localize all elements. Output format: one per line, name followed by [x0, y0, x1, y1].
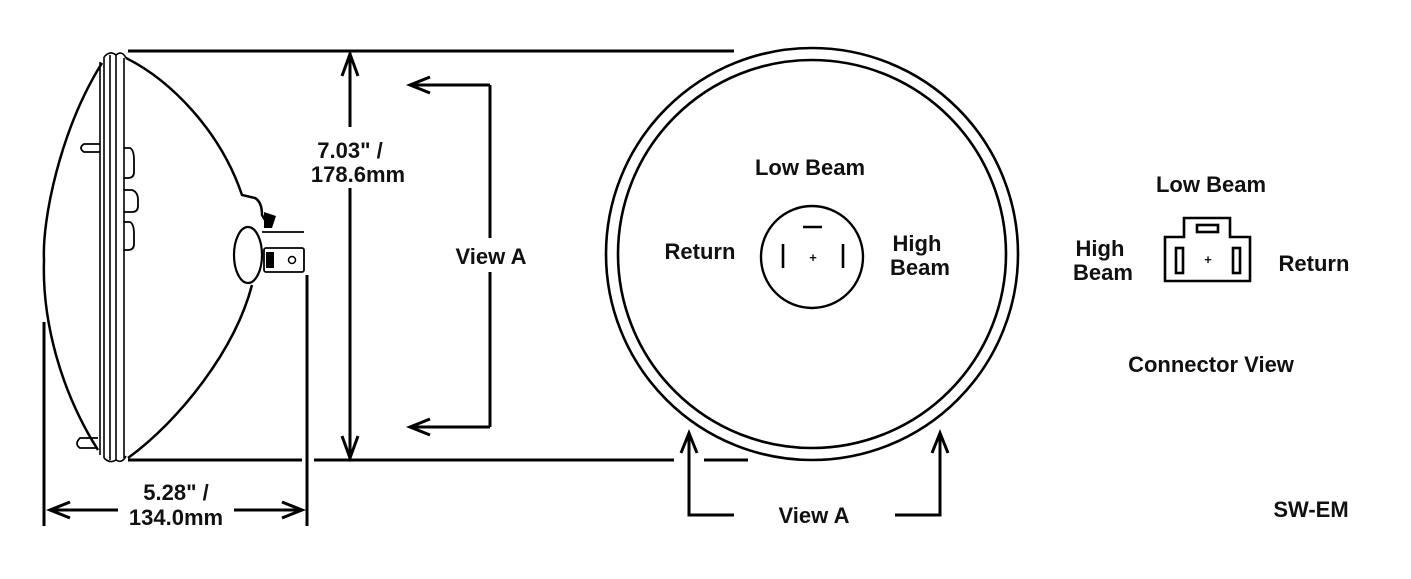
depth-arrow-left	[45, 500, 71, 520]
depth-dim-label-line2: 134.0mm	[129, 505, 223, 530]
front-high-beam-label-line2: Beam	[890, 255, 950, 280]
terminal-hole	[287, 255, 297, 265]
connector-center-symbol: +	[1204, 252, 1212, 267]
height-arrow-down	[340, 435, 360, 463]
connector-view-shape	[1163, 216, 1252, 283]
low-beam-slot	[1195, 223, 1220, 234]
view-a-label-side: View A	[456, 244, 527, 269]
depth-arrow-right	[281, 500, 307, 520]
connector-return-label: Return	[1279, 251, 1350, 276]
front-center-symbol: +	[809, 250, 817, 265]
front-low-beam-label: Low Beam	[755, 155, 865, 180]
connector-high-beam-label-line1: High	[1076, 236, 1125, 261]
connector-outline	[1163, 216, 1252, 283]
view-a-label-front: View A	[779, 503, 850, 528]
front-high-beam-label-line1: High	[893, 231, 942, 256]
connector-socket	[759, 204, 865, 310]
height-arrow-up	[340, 49, 360, 77]
aiming-pads	[124, 147, 139, 251]
return-slot	[1231, 246, 1242, 275]
rim	[99, 52, 127, 463]
model-code: SW-EM	[1273, 497, 1348, 522]
view-a-marker-front	[679, 428, 950, 517]
aim-tab-bottom	[76, 437, 98, 449]
depth-dim-label-line1: 5.28" /	[143, 480, 208, 505]
lens-outline	[42, 62, 104, 451]
dimension-lines	[42, 49, 748, 526]
view-a-marker-side	[405, 75, 492, 437]
front-return-label: Return	[665, 239, 736, 264]
aim-tab-top	[80, 143, 100, 153]
reflector-outline-lower	[127, 284, 254, 460]
front-view-lamp	[604, 46, 1020, 462]
connector-housing	[232, 225, 264, 285]
reflector-outline	[125, 56, 270, 226]
outer-rim	[604, 46, 1020, 462]
connector-low-beam-label: Low Beam	[1156, 172, 1266, 197]
height-dim-label-line1: 7.03" /	[317, 138, 382, 163]
connector-view-title: Connector View	[1128, 352, 1295, 377]
connector-high-beam-label-line2: Beam	[1073, 260, 1133, 285]
terminal-top-fill	[264, 212, 276, 228]
terminal-blade	[263, 247, 305, 273]
high-beam-slot	[1174, 246, 1185, 275]
side-view-lamp	[42, 52, 305, 463]
inner-rim	[616, 58, 1008, 450]
terminal-base	[266, 252, 274, 268]
height-dim-label-line2: 178.6mm	[311, 162, 405, 187]
